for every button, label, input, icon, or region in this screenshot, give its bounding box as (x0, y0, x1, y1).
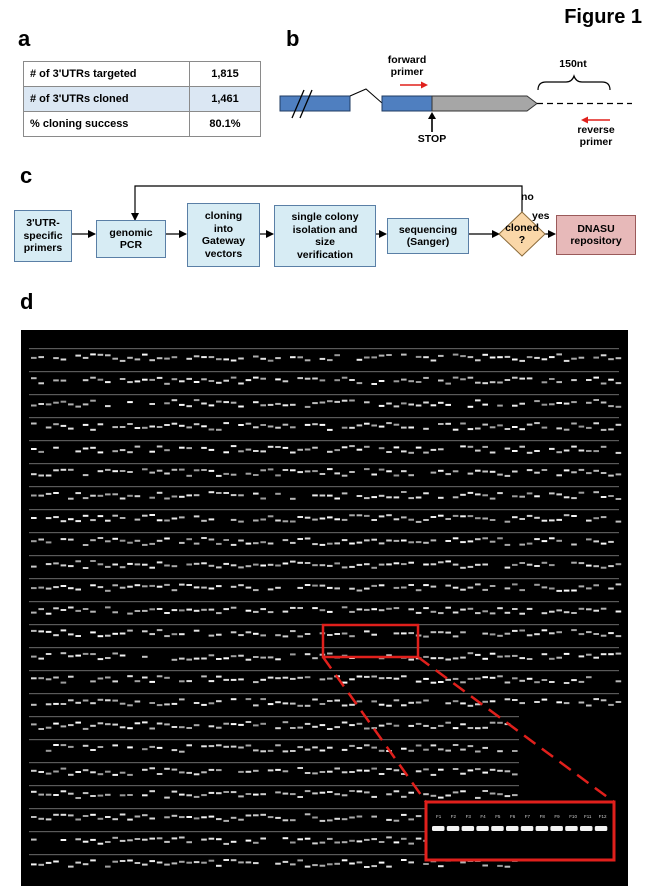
inset-lane-label: F11 (584, 814, 592, 819)
forward-primer-arrowhead (421, 81, 428, 89)
inset-band (565, 826, 578, 831)
inset-band (506, 826, 519, 831)
decision-label: cloned ? (505, 222, 539, 246)
table-row: % cloning success 80.1% (23, 111, 261, 137)
zoom-connector-left (321, 656, 428, 803)
inset-lane-label: F6 (510, 814, 516, 819)
inset-band (476, 826, 489, 831)
inset-band (491, 826, 504, 831)
break-mark (291, 89, 305, 119)
panel-label-c: c (20, 163, 33, 188)
flowchart-connectors (72, 185, 556, 257)
break-mark (299, 89, 313, 119)
step-single-colony: single colony isolation and size verific… (274, 205, 376, 267)
feedback-loop-arrow (131, 185, 523, 221)
inset-band (550, 826, 563, 831)
table-row-label: % cloning success (23, 111, 190, 137)
zoom-source-box (321, 623, 420, 659)
inset-lane-label: F9 (554, 814, 560, 819)
table-row-value: 1,461 (189, 86, 261, 112)
table-row-value: 80.1% (189, 111, 261, 137)
inset-band (461, 826, 475, 831)
stop-arrowhead (428, 112, 436, 119)
inset-lane-label: F12 (599, 814, 607, 819)
forward-primer-label: forward primer (387, 54, 427, 78)
intron-line (349, 88, 383, 104)
step-genomic-pcr: genomic PCR (96, 220, 166, 258)
utr-arrow (431, 95, 538, 112)
inset-lane-label: F10 (569, 814, 577, 819)
decision-diamond (498, 211, 546, 257)
inset-lane-label: F1 (436, 814, 442, 819)
inset-lane-label: F7 (525, 814, 531, 819)
dnasu-repository-box: DNASU repository (556, 215, 636, 255)
inset-band (580, 826, 593, 831)
step-sequencing: sequencing (Sanger) (387, 218, 469, 254)
length-brace (537, 74, 611, 91)
inset-lane-label: F5 (495, 814, 501, 819)
step-utr-specific-primers: 3'UTR- specific primers (14, 210, 72, 262)
inset-band (432, 826, 445, 831)
panel-label-b: b (286, 26, 300, 51)
gene-structure-diagram (279, 74, 632, 132)
figure-title: Figure 1 (564, 6, 642, 28)
inset-band (535, 826, 549, 831)
zoom-connector-right (417, 655, 615, 804)
length-label: 150nt (559, 58, 587, 70)
inset-band (520, 826, 534, 831)
panel-label-a: a (18, 26, 31, 51)
zoom-inset: F1 F2 F3 F4 F5 F6 F7 F8 F9 F10 F11 F12 (424, 800, 616, 862)
inset-band (594, 826, 608, 831)
inset-lane-label: F4 (480, 814, 486, 819)
table-row-label: # of 3'UTRs cloned (23, 86, 190, 112)
inset-lane-label: F2 (451, 814, 457, 819)
inset-lane-label: F8 (540, 814, 546, 819)
step-cloning-gateway: cloning into Gateway vectors (187, 203, 260, 267)
stop-label: STOP (417, 133, 447, 145)
gel-bands (29, 348, 622, 868)
exon-1 (279, 95, 351, 112)
panel-label-d: d (20, 289, 34, 314)
table-row: # of 3'UTRs cloned 1,461 (23, 86, 261, 112)
cloning-stats-table: # of 3'UTRs targeted 1,815 # of 3'UTRs c… (23, 61, 261, 137)
inset-lane-label: F3 (466, 814, 472, 819)
inset-band (446, 826, 460, 831)
gel-image (21, 330, 628, 886)
reverse-primer-label: reverse primer (577, 124, 615, 148)
no-label: no (521, 191, 534, 203)
reverse-primer-arrowhead (581, 116, 588, 124)
yes-label: yes (532, 210, 550, 222)
